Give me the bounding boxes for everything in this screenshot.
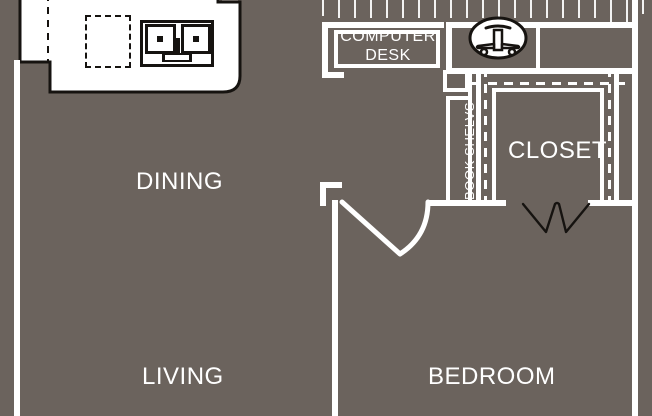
wall-hall-top (446, 22, 638, 28)
dining-label: DINING (136, 168, 223, 195)
wall-desk-inner-right (436, 30, 440, 68)
computer-desk-label-line2: DESK (365, 47, 411, 64)
wall-shelf-cap-bottom (443, 88, 469, 92)
wall-desk-inner-left (334, 30, 338, 68)
wall-closet-inner-left (492, 88, 496, 200)
wall-desk-left-outer (322, 22, 328, 78)
wall-desk-top (322, 22, 444, 28)
faucet-base-inner (165, 55, 189, 60)
bedroom-label: BEDROOM (428, 363, 556, 390)
wall-hall-divider-1 (536, 28, 540, 72)
wall-exterior-left (14, 60, 20, 416)
wall-bedroom-left (332, 200, 338, 416)
wall-desk-bottom-return (322, 72, 344, 78)
wall-closet-inner-right (600, 88, 604, 200)
book-shelves-label: BOOK SHELVS (462, 101, 477, 200)
wall-desk-inner-bottom (334, 64, 440, 68)
counter-notch (20, 66, 48, 80)
closet-rod-line-right (608, 68, 611, 202)
wall-closet-right (614, 74, 619, 204)
dishwasher-outline (85, 15, 131, 68)
sink-drain-right (193, 36, 199, 42)
living-label: LIVING (142, 363, 224, 390)
wall-bedroom-top-left-stub (320, 182, 326, 206)
wall-bookshelf-right (468, 74, 472, 204)
wall-bookshelf-top (446, 96, 472, 100)
computer-desk-label-line1: COMPUTER (340, 28, 436, 45)
wall-desk-right-vertical (446, 22, 452, 72)
wall-shelf-cap-right (465, 70, 469, 92)
sink-drain-left (157, 36, 163, 42)
closet-label: CLOSET (508, 137, 608, 164)
wall-desk-inner-top (334, 30, 440, 34)
wall-bedroom-top-left-cap (320, 182, 342, 188)
closet-shelf-line (472, 82, 638, 85)
wall-shelf-cap-left (443, 70, 447, 92)
wall-bedroom-top (428, 200, 506, 206)
wall-closet-inner-top (492, 88, 604, 92)
wall-left-outside-fill (0, 0, 14, 416)
wall-hall-bottom (446, 68, 638, 74)
wall-closet-left (476, 74, 481, 204)
faucet-icon (173, 38, 180, 60)
wall-closet-bottom-right (588, 200, 638, 206)
wall-exterior-right (632, 0, 638, 416)
wall-bookshelf-left (446, 96, 450, 204)
ceiling-fan-icon (468, 16, 528, 60)
closet-rod-line-left (484, 68, 487, 202)
wall-shelf-cap-top (443, 70, 469, 74)
